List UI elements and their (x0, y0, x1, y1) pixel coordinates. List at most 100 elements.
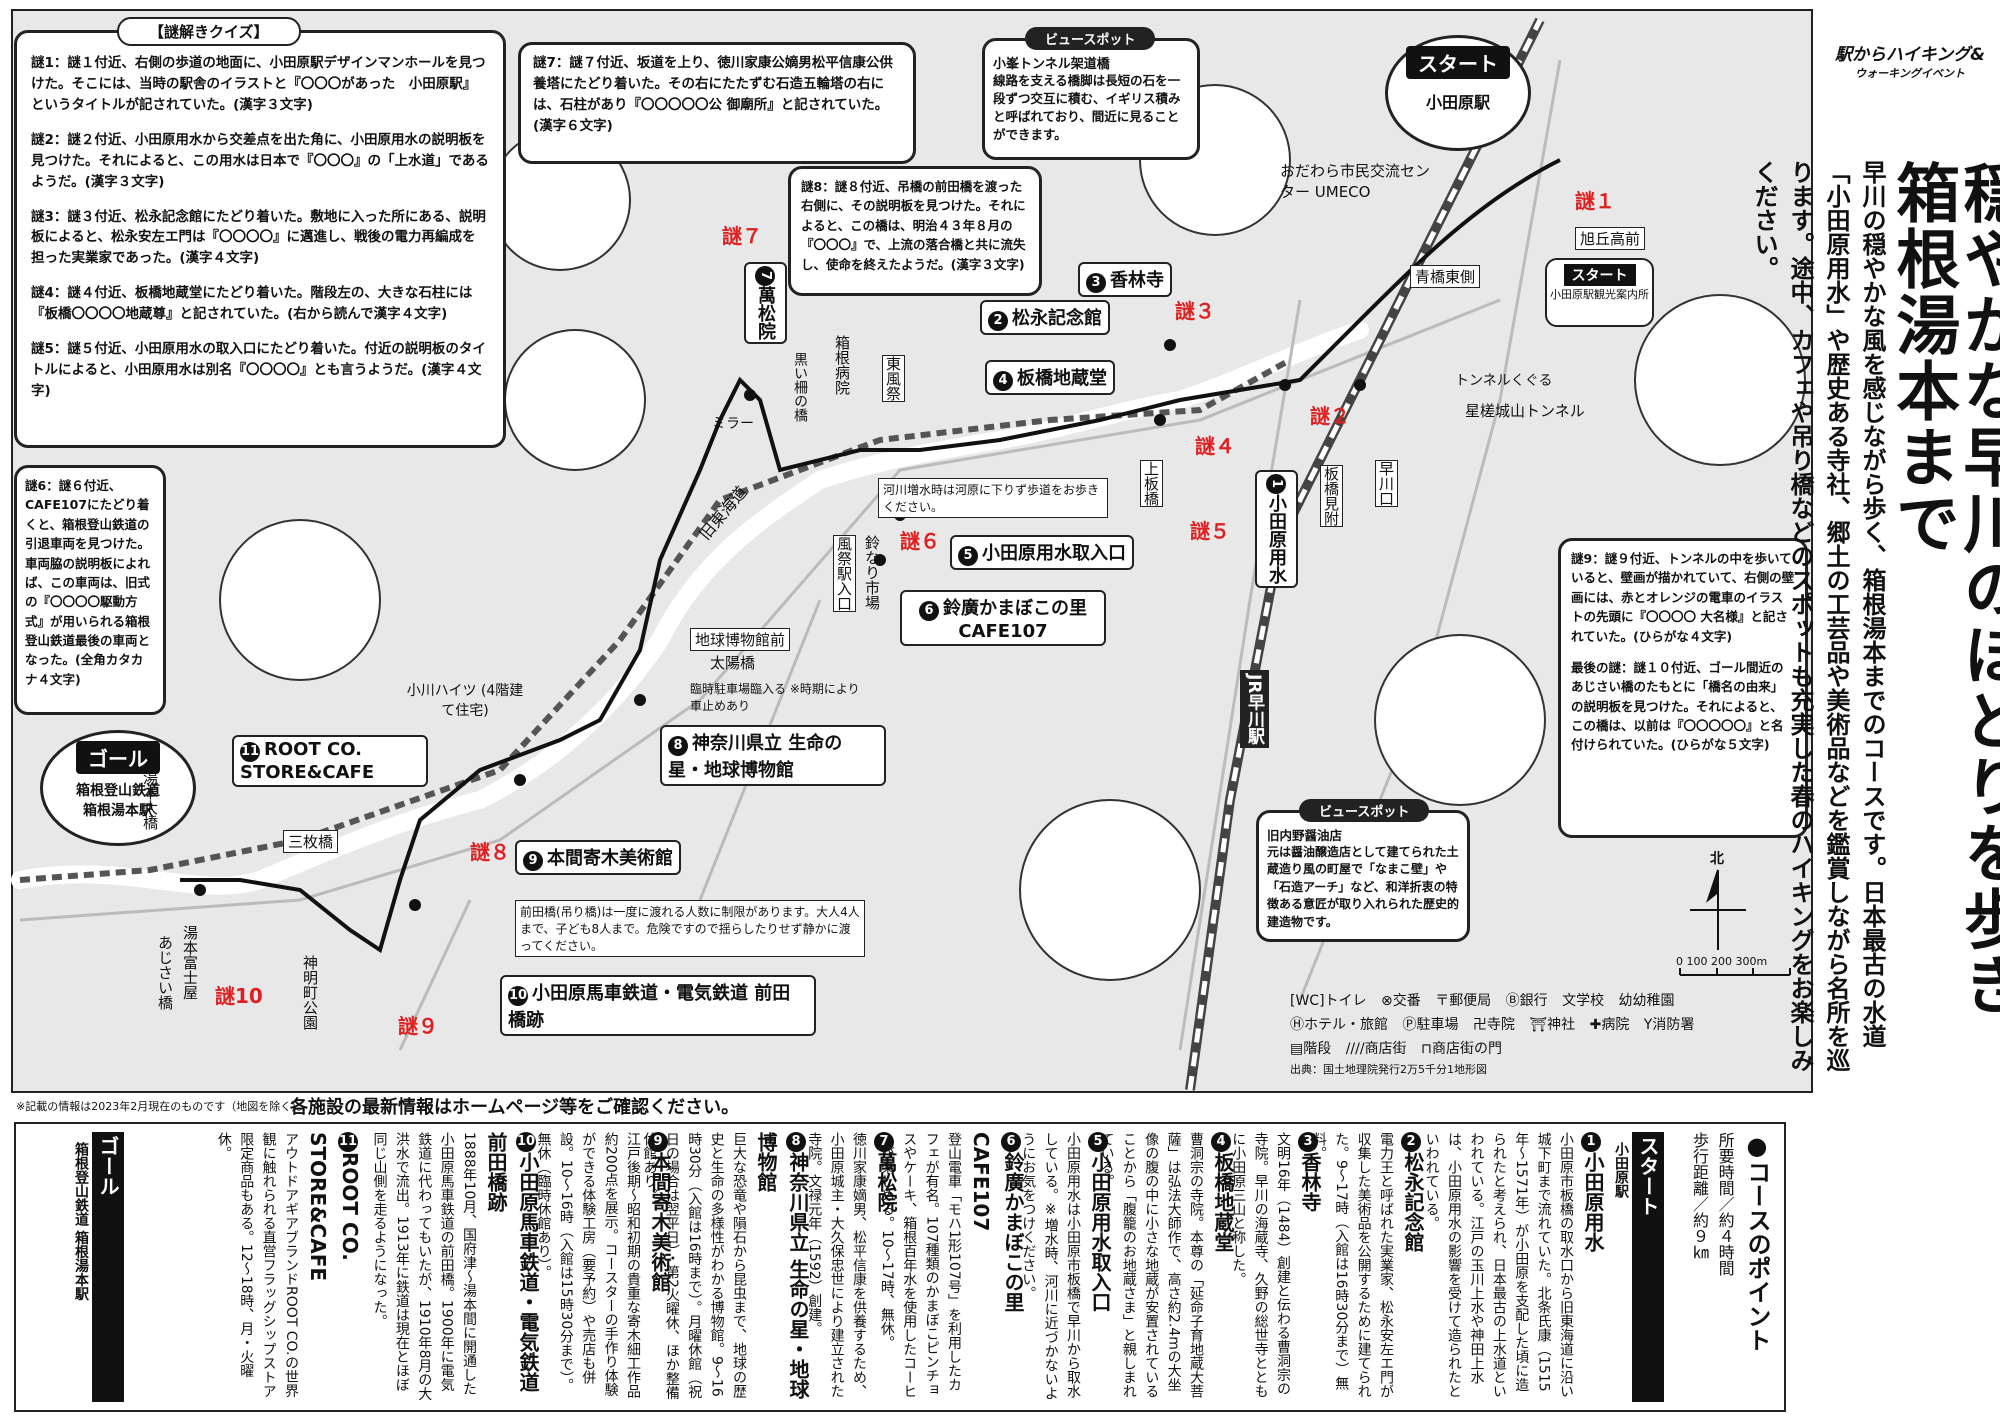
legend-wc: [WC]トイレ (1290, 993, 1367, 1009)
label-maedabashi-note: 前田橋(吊り橋)は一度に渡れる人数に制限があります。大人4人まで、子ども8人まで… (515, 900, 865, 957)
nazo-7: 謎７ (722, 224, 762, 248)
point-9-no: 9 (648, 1132, 668, 1152)
point-5-no: 5 (1088, 1132, 1108, 1152)
legend-bank: Ⓑ銀行 (1505, 993, 1548, 1009)
label-mirror: ミラー (712, 416, 754, 432)
quiz-q1: 謎1：謎１付近、右側の歩道の地面に、小田原駅デザインマンホールを見つけた。そこに… (31, 55, 486, 113)
viewspot-2-title: 旧内野醤油店 (1267, 828, 1343, 843)
quiz-box-q6: 謎6：謎６付近、CAFE107にたどり着くと、箱根登山鉄道の引退車両を見つけた。… (14, 465, 166, 715)
goal-line1: 箱根登山鉄道 (76, 783, 160, 799)
label-yumoto-fujiya: 湯本富士屋 (181, 925, 199, 1000)
headline: 穏やかな早川のほとりを歩き、箱根湯本まで (1885, 160, 2000, 1084)
label-rinji: 臨時駐車場臨入る ※時期により車止めあり (690, 682, 860, 713)
point-8-no: 8 (786, 1132, 806, 1152)
inset-circle-odawara (1634, 294, 1806, 466)
point-5-title: 小田原用水取入口 (1088, 1152, 1112, 1312)
label-sanmaibashi: 三枚橋 (283, 830, 339, 853)
viewspot-1-header: ビュースポット (1025, 27, 1156, 50)
quiz-q10: 最後の謎：謎１０付近、ゴール間近のあじさい橋のたもとに「橋名の由来」の説明板を見… (1571, 659, 1784, 753)
spot-label-7: 7萬松院 (744, 262, 787, 344)
point-6-text: 登山電車「モハ1形107号」を利用したカフェが有名。107種類のかまぼこピンチョ… (878, 1132, 962, 1398)
scale-bar (1679, 968, 1791, 976)
point-10-title: 小田原馬車鉄道・電気鉄道 前田橋跡 (484, 1132, 540, 1392)
nazo-10: 謎10 (215, 984, 263, 1008)
label-ajisai: あじさい橋 (156, 935, 174, 1010)
point-3: 3香林寺 文明16年（1484）創建と伝わる曹洞宗の寺院。早川の海蔵寺、久野の総… (1230, 1132, 1326, 1402)
scale-label: 0 100 200 300m (1676, 955, 1768, 968)
legend-shrine: ⛩神社 (1529, 1016, 1576, 1033)
viewspot-1-text: 線路を支える橋脚は長短の石を一段ずつ交互に積む、イギリス積みと呼ばれており、間近… (993, 73, 1181, 143)
viewspot-2: ビュースポット 旧内野醤油店 元は醤油醸造店として建てられた土蔵造り風の町屋で「… (1256, 799, 1470, 942)
start-station: 小田原駅 (1425, 93, 1490, 112)
points-start-col: スタート 小田原駅 (1610, 1132, 1664, 1402)
point-6-title: 鈴廣かまぼこの里 CAFE107 (969, 1132, 1025, 1312)
goal-label: ゴール (76, 741, 160, 774)
quiz-box-q8: 謎8：謎８付近、吊橋の前田橋を渡った右側に、その説明板を見つけた。それによると、… (788, 166, 1042, 296)
point-8-text: 巨大な恐竜や隕石から昆虫まで、地球の歴史と生命の多様性がわかる博物館。9〜16時… (641, 1132, 747, 1400)
spot-label-1: 1小田原用水 (1255, 470, 1298, 588)
legend-school: 文学校 (1562, 993, 1605, 1009)
point-9-title: 本間寄木美術館 (648, 1152, 672, 1292)
start-badge: スタート 小田原駅 (1385, 35, 1531, 151)
quiz-q9: 謎9：謎９付近、トンネルの中を歩いていると、壁画が描かれていて、右側の壁画には、… (1571, 551, 1795, 644)
label-asahigaoka: 旭丘高前 (1575, 227, 1646, 250)
legend-fire: Y消防署 (1643, 1016, 1695, 1033)
point-6-no: 6 (1001, 1132, 1021, 1152)
label-ogawa: 小川ハイツ (4階建て住宅) (406, 683, 524, 719)
legend-kinder: 幼幼稚園 (1618, 993, 1675, 1009)
inset-circle-kitaju (219, 519, 381, 681)
label-chikyu: 地球博物館前 (690, 628, 791, 651)
label-umeco: おだわら市民交流センター UMECO (1280, 162, 1431, 201)
point-8-title: 神奈川県立 生命の星・地球博物館 (754, 1132, 810, 1399)
quiz-q5: 謎5：謎５付近、小田原用水の取入口にたどり着いた。付近の説明板のタイトルによると… (31, 341, 486, 399)
hakone-tozan-railway (19, 357, 1292, 883)
legend-stairs: ▤階段 (1290, 1040, 1332, 1057)
quiz-box-left: 【謎解きクイズ】 謎1：謎１付近、右側の歩道の地面に、小田原駅デザインマンホール… (14, 17, 506, 448)
legend-parking: Ⓟ駐車場 (1402, 1016, 1459, 1033)
north-arrow (1690, 869, 1746, 950)
legend-koban: ⊗交番 (1381, 993, 1421, 1009)
nazo-4: 謎４ (1195, 434, 1235, 458)
label-yumoto-ohashi: 湯本大橋 (141, 770, 159, 830)
legend-post: 〒郵便局 (1435, 993, 1492, 1009)
point-4-text: 曹洞宗の寺院。本尊の「延命子育地蔵大菩薩」は弘法大師作で、高さ約2.4mの大坐像… (1098, 1132, 1204, 1398)
map-legend: [WC]トイレ ⊗交番 〒郵便局 Ⓑ銀行 文学校 幼幼稚園 Ⓗホテル・旅館 Ⓟ駐… (1290, 990, 1810, 1080)
point-5-text: 小田原用水は小田原市板橋で早川から取水している。※増水時、河川に近づかないように… (1020, 1132, 1081, 1400)
point-4-no: 4 (1211, 1132, 1231, 1152)
quiz-box-q9: 謎9：謎９付近、トンネルの中を歩いていると、壁画が描かれていて、右側の壁画には、… (1558, 538, 1808, 838)
point-4-title: 板橋地蔵堂 (1211, 1152, 1235, 1252)
logo: 駅からハイキング& ウォーキングイベント (1830, 40, 1990, 81)
label-kami-itabashi: 上板橋 (1140, 460, 1163, 507)
label-higashi-kazamatsuri: 東風祭 (882, 355, 905, 402)
label-shinmeicho: 神明町公園 (301, 955, 319, 1030)
walking-route (180, 158, 1561, 954)
point-7-title: 萬松院 (874, 1152, 898, 1212)
logo-line1: 駅からハイキング& (1835, 45, 1985, 65)
north-label: 北 (1710, 851, 1724, 867)
point-1-no: 1 (1581, 1132, 1601, 1152)
nazo-1: 謎１ (1575, 189, 1615, 213)
label-aohashi: 青橋東側 (1410, 265, 1481, 288)
quiz-q3: 謎3：謎３付近、松永記念館にたどり着いた。敷地に入った所にある、説明板によると、… (31, 208, 486, 267)
point-8: 8神奈川県立 生命の星・地球博物館 巨大な恐竜や隕石から昆虫まで、地球の歴史と生… (641, 1132, 814, 1402)
footnote-1: ※記載の情報は2023年2月現在のものです（地図を除く）。 (16, 1100, 308, 1113)
quiz-q4: 謎4：謎４付近、板橋地蔵堂にたどり着いた。階段左の、大きな石柱には『板橋〇〇〇〇… (31, 285, 473, 323)
nazo-9: 謎９ (398, 1014, 438, 1038)
point-7-text: 徳川家康嫡男、松平信康を供養するため、小田原城主・大久保忠世により建立された寺院… (806, 1132, 867, 1398)
inset-circle-mirror (504, 329, 646, 471)
legend-hotel: Ⓗホテル・旅館 (1290, 1016, 1388, 1033)
nazo-5: 謎５ (1190, 519, 1230, 543)
point-9-text: 江戸後期〜昭和初期の貴重な寄木細工作品約200点を展示。コースターの手作り体験が… (535, 1132, 641, 1398)
nazo-6: 謎６ (900, 529, 940, 553)
quiz-q7: 謎7：謎７付近、坂道を上り、徳川家康公嫡男松平信康公供養塔にたどり着いた。その右… (533, 55, 893, 134)
point-10: 10小田原馬車鉄道・電気鉄道 前田橋跡 1888年10月、国府津〜湯本間に開通し… (371, 1132, 544, 1402)
label-tunnel: トンネルくぐる (1455, 373, 1553, 389)
point-1-text: 小田原市板橋の取水口から旧東海道に沿い城下町まで流れていた。北条氏康（1515年… (1423, 1132, 1574, 1398)
point-1: 1小田原用水 小田原市板橋の取水口から旧東海道に沿い城下町まで流れていた。北条氏… (1424, 1132, 1609, 1402)
nazo-2: 謎２ (1310, 404, 1350, 428)
point-11: 11ROOT CO. STORE&CAFE アウトドアギアブランドROOT CO… (136, 1132, 366, 1402)
label-seikijo: 星槎城山トンネル (1465, 402, 1585, 420)
course-points: ●コースのポイント 所要時間／約４時間 歩行距離／約９㎞ スタート 小田原駅 1… (14, 1122, 1786, 1412)
